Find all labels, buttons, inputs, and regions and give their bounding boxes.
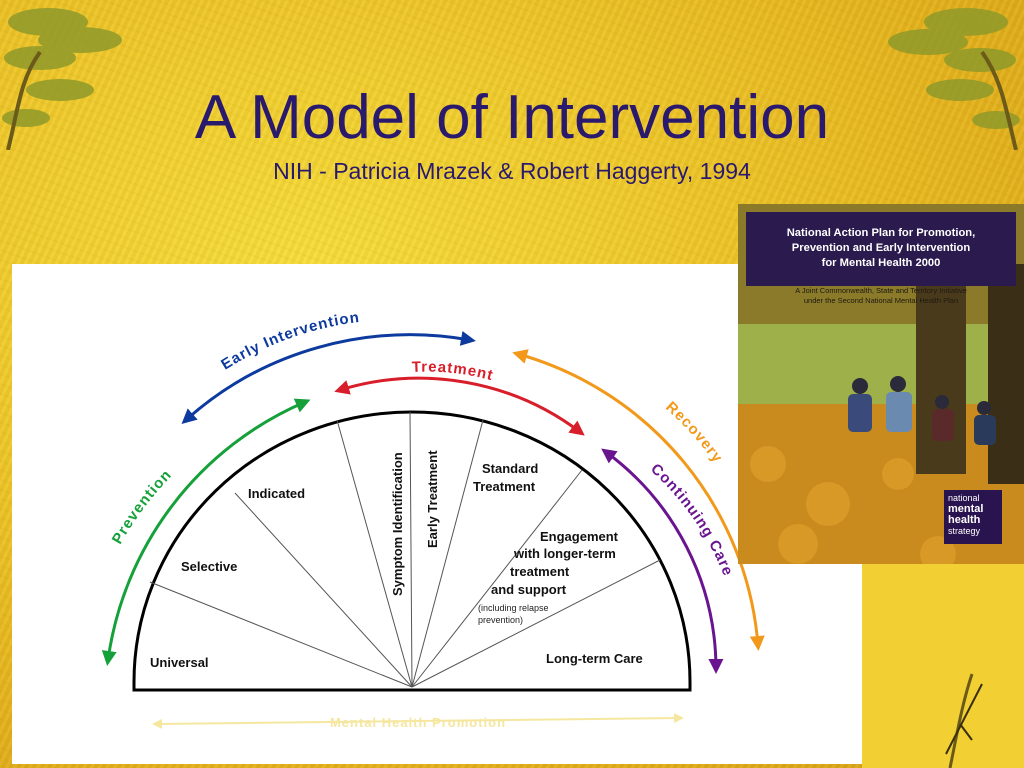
segment-engagement-note-2: prevention) (478, 615, 523, 625)
arrow-continuing-care (601, 448, 724, 674)
cover-subtitle-line-2: under the Second National Mental Health … (803, 296, 959, 305)
arrow-mental-health-promotion (152, 713, 684, 729)
segment-engagement-1: Engagement (540, 529, 619, 544)
label-recovery: Recovery (662, 398, 726, 466)
label-prevention: Prevention (109, 466, 176, 547)
segment-standard-treatment-2: Treatment (473, 479, 536, 494)
slide-subtitle: NIH - Patricia Mrazek & Robert Haggerty,… (273, 158, 751, 184)
cover-title-line-2: Prevention and Early Intervention (791, 242, 971, 254)
label-mental-health-promotion: Mental Health Promotion (330, 715, 506, 730)
cover-subtitle: A Joint Commonwealth, State and Territor… (746, 286, 1016, 306)
cover-image: National Action Plan for Promotion, Prev… (738, 204, 1024, 564)
arrow-prevention (101, 398, 311, 666)
segment-engagement-2: with longer-term (513, 546, 616, 561)
bottom-right-decoration-icon (862, 564, 1024, 768)
cover-title-line-3: for Mental Health 2000 (821, 257, 941, 269)
arrow-early-intervention (181, 331, 476, 425)
segment-engagement-3: treatment (510, 564, 570, 579)
pine-branch-left-icon (2, 8, 122, 150)
cover-logo-line-1: national (948, 493, 980, 503)
segment-engagement-4: and support (491, 582, 567, 597)
segment-early-treatment: Early Treatment (425, 450, 440, 548)
cover-logo-line-3: health (948, 514, 981, 526)
segment-indicated: Indicated (248, 486, 305, 501)
cover-logo: national mental health strategy (944, 490, 1002, 544)
segment-standard-treatment-1: Standard (482, 461, 538, 476)
slide-title: A Model of Intervention (194, 83, 830, 152)
pine-branch-right-icon (888, 8, 1020, 150)
segment-engagement-note-1: (including relapse (478, 603, 549, 613)
cover-title-line-1: National Action Plan for Promotion, (786, 227, 976, 239)
cover-title: National Action Plan for Promotion, Prev… (746, 212, 1016, 286)
cover-logo-line-4: strategy (948, 526, 981, 536)
cover-logo-line-2: mental (948, 503, 984, 515)
segment-selective: Selective (181, 559, 237, 574)
cover-subtitle-line-1: A Joint Commonwealth, State and Territor… (795, 286, 967, 295)
segment-universal: Universal (150, 655, 209, 670)
segment-long-term-care: Long-term Care (546, 651, 643, 666)
segment-symptom-identification: Symptom Identification (390, 452, 405, 596)
